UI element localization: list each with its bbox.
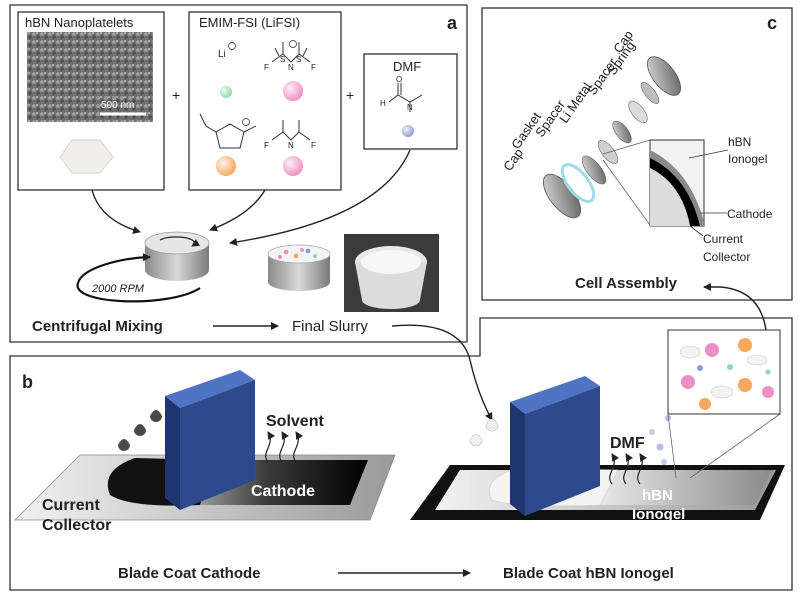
li-label: Li [218, 49, 226, 60]
panel-c-frame [481, 7, 793, 301]
panel-a-frame [9, 4, 468, 343]
stack-label-cap-bottom: Cap [500, 146, 526, 174]
cell-assembly-label: Cell Assembly [575, 275, 678, 292]
hbn-box [17, 11, 165, 191]
inset-current-label: Current [703, 232, 744, 246]
particle-inset [667, 329, 781, 415]
hbn-title: hBN Nanoplatelets [25, 15, 134, 30]
arrow-hbn-to-mixer [91, 189, 141, 234]
rpm-arrow [76, 253, 201, 303]
dmf-n-label: N [407, 103, 413, 112]
collector-label-b: Collector [42, 517, 111, 534]
panel-c-letter: c [767, 13, 777, 33]
panel-b-letter: b [22, 372, 33, 392]
li-ball-shine [220, 86, 232, 98]
arrow-dmf-to-mixer [229, 149, 411, 246]
solvent-arrows [265, 431, 304, 463]
ionogel-droplets [469, 418, 499, 447]
dmf-box [363, 53, 458, 150]
leader-collector [689, 225, 704, 237]
emim-ball-shine [216, 156, 236, 176]
dmf-vapor-dots [649, 415, 671, 465]
zoom-line-top [602, 139, 651, 155]
inset-collector-label: Collector [703, 250, 750, 264]
arrow-il-to-mixer [209, 189, 266, 232]
slurry-photo [344, 234, 439, 312]
inset-cathode-label: Cathode [727, 207, 773, 221]
fsi-ball-2-shine [283, 156, 303, 176]
hbn-label-b: hBN [642, 487, 673, 504]
fsi1-s-right: S [296, 55, 301, 64]
mixer-icon [144, 231, 210, 281]
solvent-label: Solvent [266, 413, 324, 430]
blade-2 [510, 376, 600, 516]
ionogel-coating [600, 470, 772, 505]
step2-label: Blade Coat hBN Ionogel [503, 565, 674, 582]
ionogel-label-b: Ionogel [632, 506, 685, 523]
plus-1: + [172, 87, 180, 103]
scale-bar-label: 500 nm [101, 100, 134, 111]
dmf-title: DMF [393, 59, 421, 74]
plus-2: + [346, 87, 354, 103]
panel-b-frame [9, 317, 793, 591]
blade-1 [165, 370, 255, 510]
zoom-line-bottom [602, 159, 651, 226]
fsi-ball-1-shine [283, 81, 303, 101]
plus-charge-icon [228, 42, 236, 50]
coin-cell-stack [543, 56, 682, 219]
fsi2-f-left: F [264, 141, 269, 150]
fsi1-s-left: S [280, 55, 285, 64]
dmf-arrows [609, 453, 648, 485]
inset-hbn-label: hBN [728, 135, 751, 149]
leader-hbn [688, 149, 729, 159]
sem-image [27, 32, 153, 122]
particle-zoom-line-right [689, 413, 781, 479]
cathode-droplets [118, 410, 162, 451]
fsi1-f-left: F [264, 63, 269, 72]
cathode-label-b: Cathode [251, 483, 315, 500]
fsi2-f-right: F [311, 141, 316, 150]
ionic-liquid-title: EMIM-FSI (LiFSI) [199, 15, 300, 30]
emim-charge-icon [242, 118, 250, 126]
slurry-label: Final Slurry [292, 318, 368, 335]
fsi1-n: N [288, 63, 294, 72]
rpm-label: 2000 RPM [91, 283, 145, 295]
step1-label: Blade Coat Cathode [118, 565, 261, 582]
panel-a-letter: a [447, 13, 458, 33]
fsi-structure-2 [271, 120, 311, 141]
mixing-label: Centrifugal Mixing [32, 318, 163, 335]
fsi-structure-1 [271, 42, 311, 63]
ionic-liquid-box [188, 11, 342, 191]
emim-structure [199, 113, 257, 149]
dmf-label-b: DMF [610, 435, 645, 452]
arrow-slurry-to-coat [391, 324, 493, 421]
dmf-structure [388, 83, 423, 112]
particle-zoom-line-left [667, 413, 677, 479]
slurry-cylinder-icon [267, 244, 331, 291]
current-label-b: Current [42, 497, 100, 514]
dmf-h-label: H [380, 99, 386, 108]
fsi1-f-right: F [311, 63, 316, 72]
zoom-inset [649, 139, 705, 227]
dmf-o-label: O [396, 75, 402, 84]
arrow-to-cell-assembly [703, 283, 767, 331]
inset-ionogel-label: Ionogel [728, 152, 767, 166]
dmf-ball-shine [402, 125, 414, 137]
minus-charge-icon [289, 40, 297, 48]
hbn-platelet-icon [59, 139, 114, 174]
fsi2-n: N [288, 141, 294, 150]
